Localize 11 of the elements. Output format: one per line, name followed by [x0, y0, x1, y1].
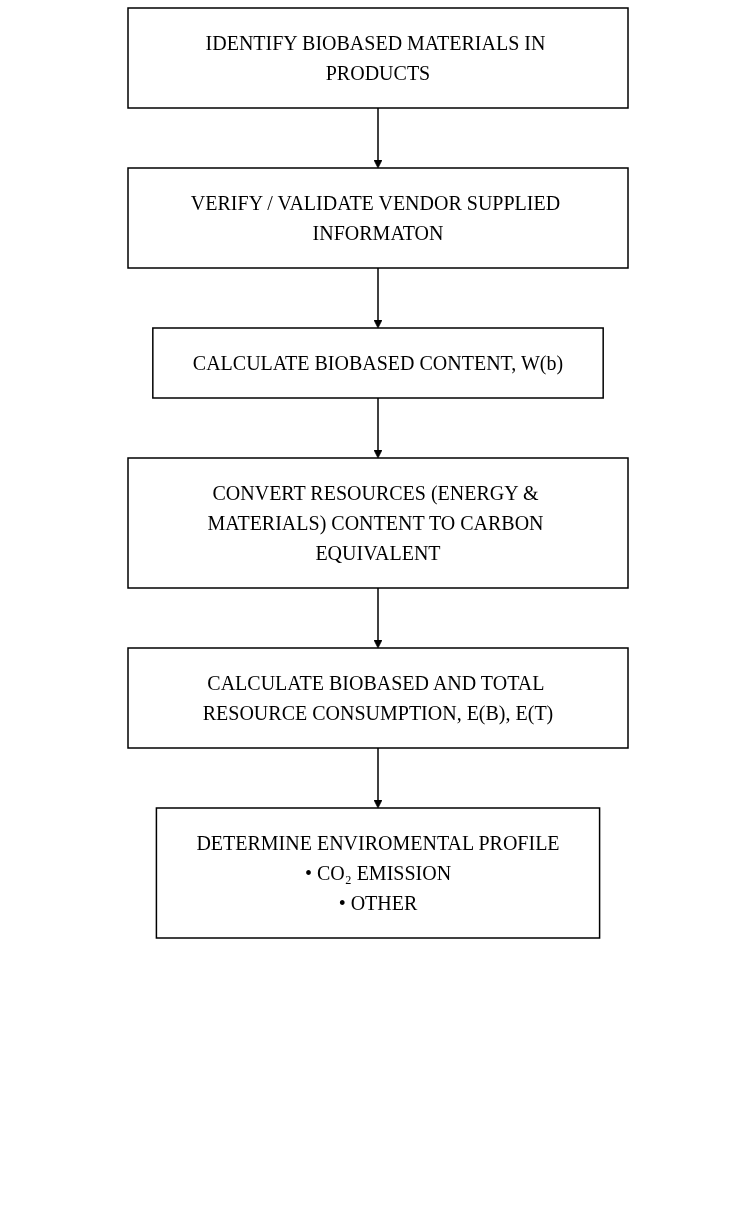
node-box: CALCULATE BIOBASED CONTENT, W(b): [152, 327, 604, 399]
arrow: [373, 107, 383, 169]
arrow: [373, 267, 383, 329]
node-box: CALCULATE BIOBASED AND TOTAL RESOURCE CONSUMPTION, E(B), E(T): [127, 647, 629, 749]
arrow: [373, 587, 383, 649]
node-box: VERIFY / VALIDATE VENDOR SUPPLIED INFORMATON: [127, 167, 629, 269]
node-box: CONVERT RESOURCES (ENERGY & MATERIALS) CONTENT TO CARBON EQUIVALENT: [127, 457, 629, 589]
node-box: IDENTIFY BIOBASED MATERIALS IN PRODUCTS: [127, 7, 629, 109]
node-box: DETERMINE ENVIROMENTAL PROFILE • CO₂ EMISSION • OTHER: [155, 807, 601, 939]
arrow: [373, 747, 383, 809]
arrow: [373, 397, 383, 459]
